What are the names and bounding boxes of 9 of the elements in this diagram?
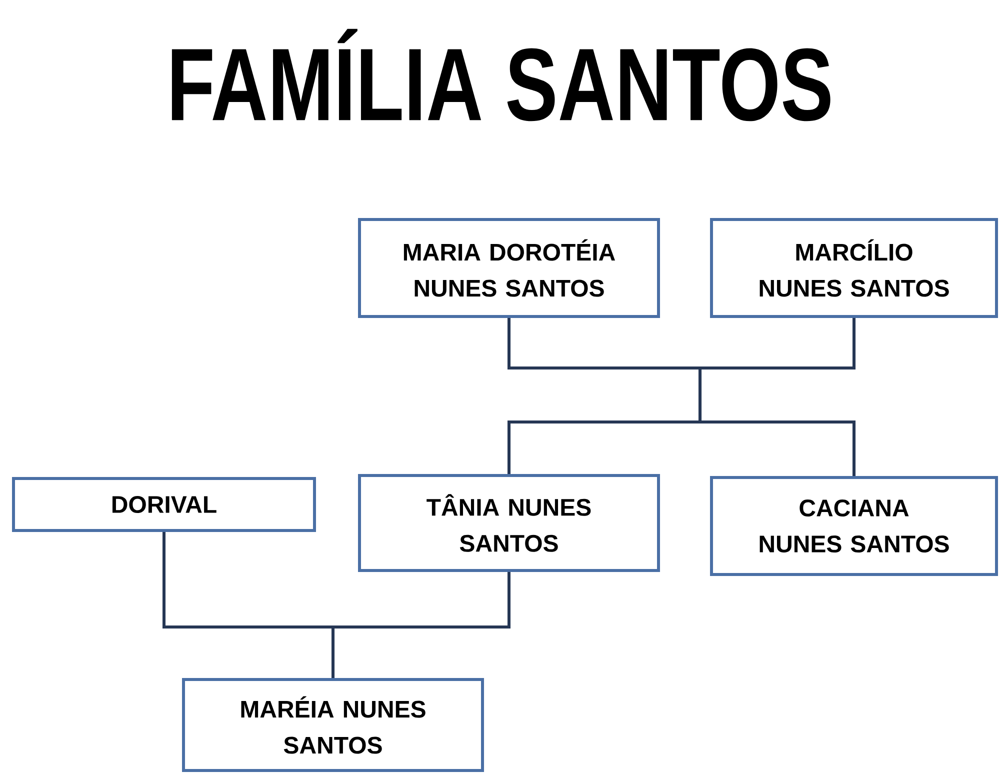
name-box: CACIANA NUNES SANTOS xyxy=(710,476,998,576)
name-box: MARCÍLIO NUNES SANTOS xyxy=(710,218,998,318)
connector-line xyxy=(698,318,856,476)
name-box: MARÉIA NUNES SANTOS xyxy=(182,678,484,772)
name-box: DORIVAL xyxy=(12,477,316,532)
name-box: MARIA DOROTÉIA NUNES SANTOS xyxy=(358,218,660,318)
connector-line xyxy=(324,572,510,678)
title: FAMÍLIA SANTOS xyxy=(172,28,830,122)
name-box: TÂNIA NUNES SANTOS xyxy=(358,474,660,572)
